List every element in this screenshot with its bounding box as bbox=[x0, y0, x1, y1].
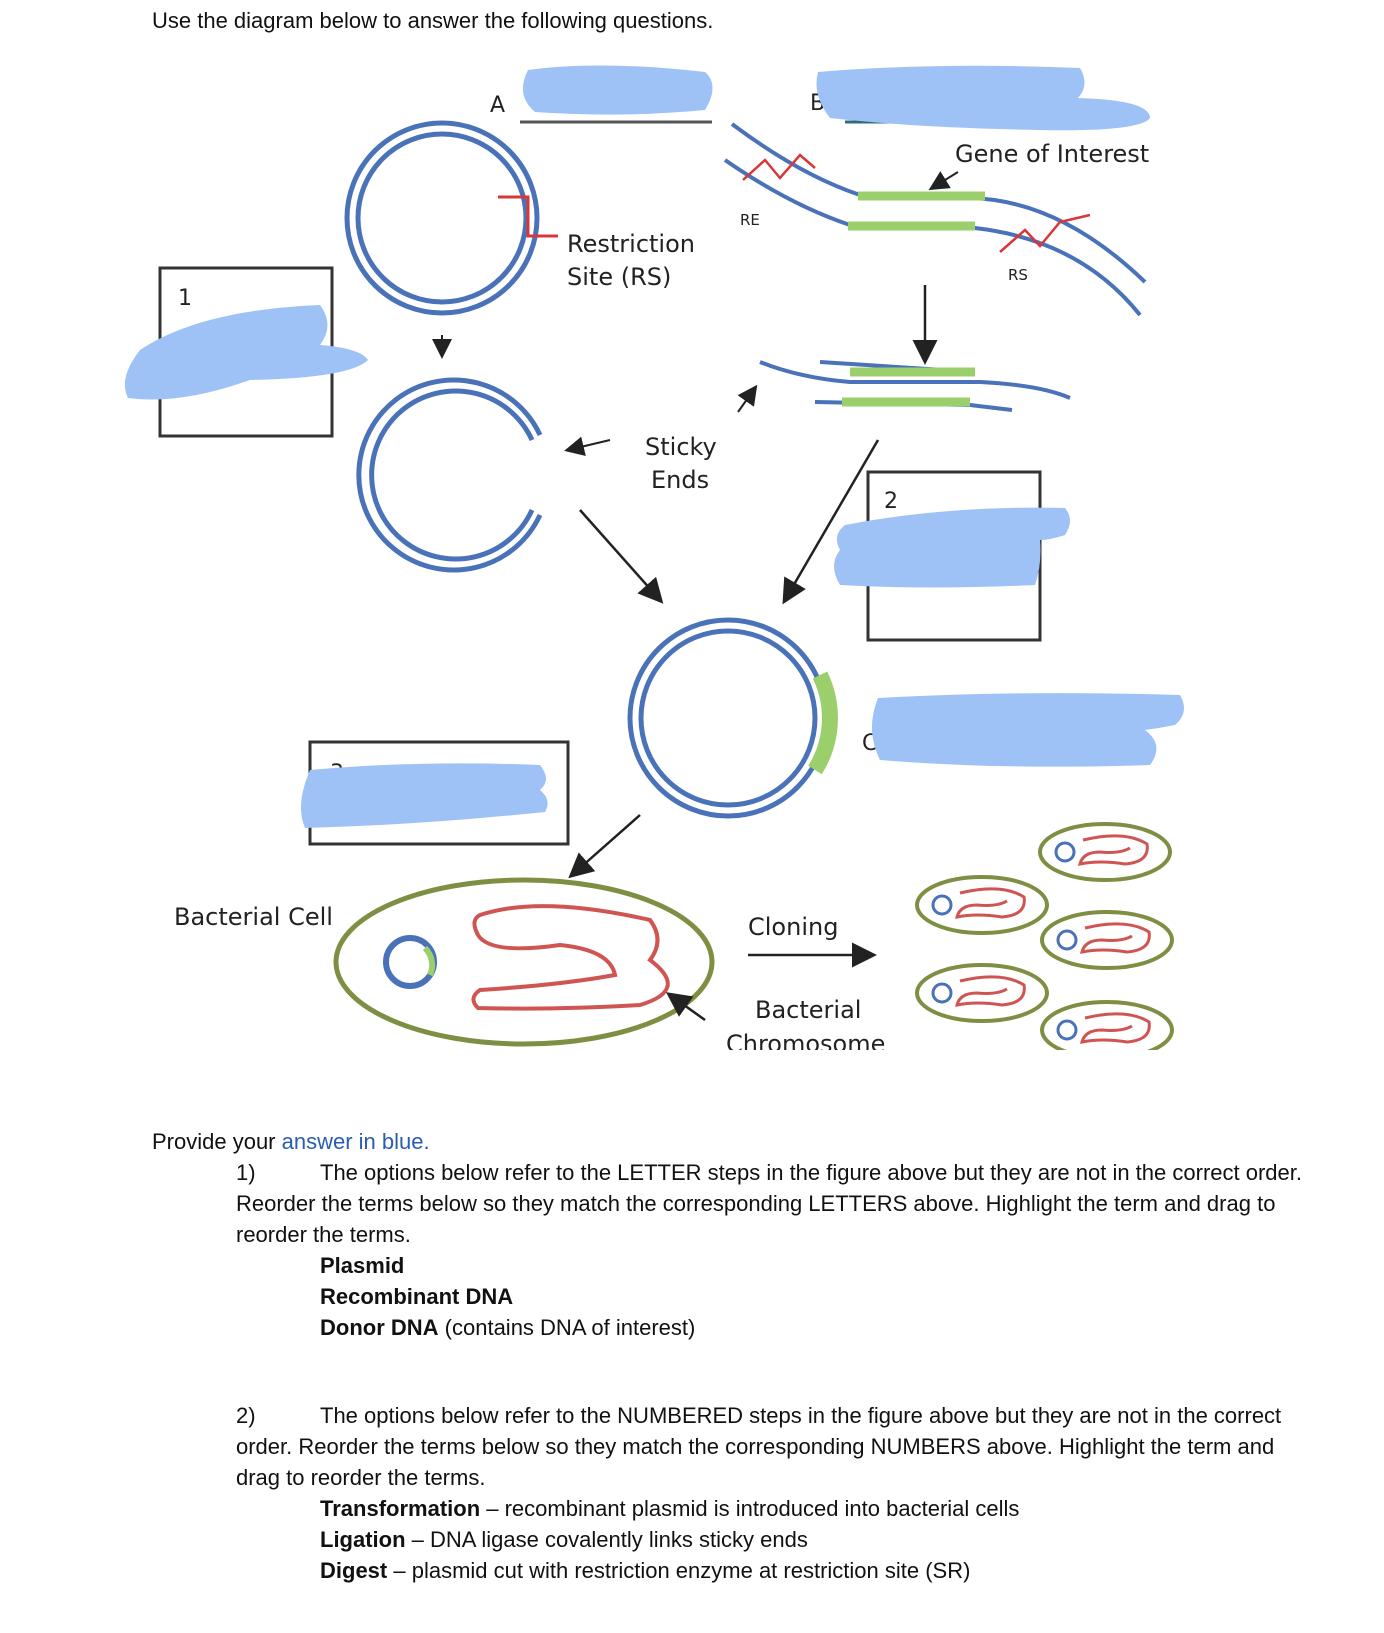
question-2-text: The options below refer to the NUMBERED … bbox=[236, 1403, 1282, 1490]
arrow-gene bbox=[928, 171, 959, 191]
redaction-mark-b bbox=[816, 65, 1150, 131]
rs-label: RS bbox=[1008, 266, 1028, 284]
q2-option-term: Digest bbox=[320, 1558, 388, 1583]
q2-option-term: Transformation bbox=[320, 1496, 481, 1521]
question-1-text: The options below refer to the LETTER st… bbox=[236, 1160, 1302, 1247]
redaction-mark-3 bbox=[301, 763, 548, 828]
gene-of-interest-label: Gene of Interest bbox=[955, 140, 1149, 168]
restriction-label-line1: Restriction bbox=[567, 230, 695, 258]
q2-option[interactable]: Ligation – DNA ligase covalently links s… bbox=[320, 1524, 1384, 1555]
question-2: 2)The options below refer to the NUMBERE… bbox=[152, 1400, 1316, 1493]
question-2-options: Transformation – recombinant plasmid is … bbox=[152, 1493, 1384, 1586]
question-1: 1)The options below refer to the LETTER … bbox=[152, 1157, 1316, 1250]
re-label: RE bbox=[740, 211, 760, 229]
chromosome-label-line1: Bacterial bbox=[755, 996, 861, 1024]
sticky-label-line2: Ends bbox=[651, 466, 709, 494]
cut-donor-fragment bbox=[759, 360, 1071, 412]
bacterial-cell bbox=[333, 877, 715, 1047]
q2-option-desc: – DNA ligase covalently links sticky end… bbox=[405, 1527, 808, 1552]
q1-option-term: Plasmid bbox=[320, 1253, 405, 1278]
cloned-cells bbox=[915, 822, 1174, 1050]
cut-plasmid bbox=[356, 377, 543, 573]
prompt-blue-text: answer in blue. bbox=[281, 1129, 430, 1154]
redaction-mark-a bbox=[522, 65, 713, 115]
step-number-2: 2 bbox=[884, 489, 898, 514]
biotech-diagram: A Restriction Site (RS) 1 Sticky Ends RE… bbox=[124, 65, 1184, 1050]
step-number-1: 1 bbox=[178, 286, 192, 311]
chromosome-label-line2: Chromosome bbox=[726, 1030, 885, 1050]
q1-option[interactable]: Plasmid bbox=[320, 1250, 1384, 1281]
sticky-label-line1: Sticky bbox=[645, 433, 717, 461]
arrow-sticky-up bbox=[737, 384, 758, 413]
cloning-label: Cloning bbox=[748, 913, 838, 941]
q2-option[interactable]: Digest – plasmid cut with restriction en… bbox=[320, 1555, 1384, 1586]
question-1-number: 1) bbox=[236, 1160, 256, 1185]
recombinant-plasmid bbox=[627, 617, 838, 819]
arrow-sticky-ends bbox=[564, 436, 611, 457]
question-1-options: Plasmid Recombinant DNA Donor DNA (conta… bbox=[152, 1250, 1384, 1343]
q1-option[interactable]: Recombinant DNA bbox=[320, 1281, 1384, 1312]
q1-option-desc: (contains DNA of interest) bbox=[438, 1315, 696, 1340]
prompt-prefix: Provide your bbox=[152, 1129, 282, 1154]
arrow-to-recombinant-right bbox=[782, 439, 880, 605]
question-2-number: 2) bbox=[236, 1403, 256, 1428]
q2-option[interactable]: Transformation – recombinant plasmid is … bbox=[320, 1493, 1384, 1524]
restriction-site-marker bbox=[498, 195, 558, 238]
letter-a-label: A bbox=[490, 93, 505, 118]
q2-option-term: Ligation bbox=[320, 1527, 406, 1552]
redaction-mark-1 bbox=[124, 305, 368, 400]
answer-prompt: Provide your answer in blue. bbox=[152, 1126, 1232, 1157]
arrow-chromosome bbox=[665, 992, 706, 1022]
redaction-mark-2 bbox=[834, 507, 1070, 588]
bacterial-cell-label: Bacterial Cell bbox=[174, 903, 333, 931]
redaction-mark-c bbox=[871, 693, 1184, 767]
q1-option-term: Recombinant DNA bbox=[320, 1284, 514, 1309]
q1-option-term: Donor DNA bbox=[320, 1315, 439, 1340]
instruction-text: Use the diagram below to answer the foll… bbox=[152, 8, 714, 33]
q1-option[interactable]: Donor DNA (contains DNA of interest) bbox=[320, 1312, 1384, 1343]
arrow-to-bacteria bbox=[568, 814, 641, 879]
restriction-label-line2: Site (RS) bbox=[567, 263, 671, 291]
q2-option-desc: – recombinant plasmid is introduced into… bbox=[480, 1496, 1020, 1521]
donor-dna-strands bbox=[723, 122, 1147, 317]
plasmid-circle-a bbox=[344, 120, 540, 316]
q2-option-desc: – plasmid cut with restriction enzyme at… bbox=[387, 1558, 971, 1583]
arrow-to-recombinant-left bbox=[579, 509, 664, 604]
